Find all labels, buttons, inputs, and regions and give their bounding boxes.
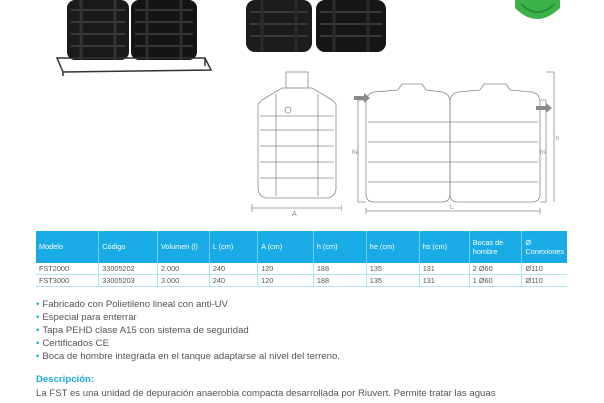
list-item: •Tapa PEHD clase A15 con sistema de segu… (36, 324, 576, 337)
col-header-bocas: Bocas de hombre (469, 231, 523, 263)
col-header-he: he (cm) (366, 231, 420, 263)
cell-volumen: 2.000 (157, 263, 210, 275)
cell-codigo: 33005203 (98, 274, 158, 287)
list-item: •Certificados CE (36, 337, 576, 350)
table-row: FST2000 33005202 2.000 240 120 188 135 1… (36, 263, 567, 275)
cell-a: 120 (257, 274, 314, 287)
cell-conexiones: Ø110 (521, 274, 567, 287)
dimension-label-l: L (450, 205, 454, 211)
cell-h: 188 (313, 274, 367, 287)
cell-conexiones: Ø110 (521, 263, 567, 275)
dimension-label-h: h (556, 136, 559, 142)
side-view-drawing: he hs h L (352, 71, 559, 214)
cell-he: 135 (366, 263, 420, 275)
col-header-h: h (cm) (313, 231, 367, 263)
table-row: FST3000 33005203 3.000 240 120 188 135 1… (36, 274, 567, 287)
bullet-icon: • (36, 312, 40, 323)
tank-left-photo (67, 0, 129, 60)
cell-hs: 131 (419, 263, 470, 275)
cell-bocas: 2 Ø60 (469, 263, 523, 275)
dimension-label-a: A (292, 211, 297, 218)
feature-text: Tapa PEHD clase A15 con sistema de segur… (42, 325, 249, 336)
col-header-l: L (cm) (209, 231, 259, 263)
feature-list: •Fabricado con Polietileno lineal con an… (36, 298, 576, 363)
description-text: La FST es una unidad de depuración anaer… (36, 388, 496, 399)
col-header-conexiones: Ø Conexiones (521, 231, 567, 263)
col-header-hs: hs (cm) (419, 231, 470, 263)
cell-codigo: 33005202 (98, 263, 158, 275)
cell-modelo: FST2000 (36, 263, 100, 275)
spec-table: Modelo Código Volumen (l) L (cm) A (cm) … (36, 231, 567, 287)
cell-h: 188 (313, 263, 367, 275)
cell-modelo: FST3000 (36, 274, 100, 287)
cell-a: 120 (257, 263, 314, 275)
cell-bocas: 1 Ø60 (469, 274, 523, 287)
outlet-arrow (536, 103, 552, 113)
cell-volumen: 3.000 (157, 274, 210, 287)
green-fitting-photo (515, 0, 560, 19)
feature-text: Especial para enterrar (42, 312, 137, 323)
cell-he: 135 (366, 274, 420, 287)
description-title: Descripción: (36, 374, 95, 385)
bullet-icon: • (36, 351, 40, 362)
col-header-codigo: Código (98, 231, 158, 263)
col-header-a: A (cm) (257, 231, 314, 263)
list-item: •Especial para enterrar (36, 311, 576, 324)
bullet-icon: • (36, 299, 40, 310)
list-item: •Fabricado con Polietileno lineal con an… (36, 298, 576, 311)
cell-l: 240 (209, 274, 259, 287)
cell-hs: 131 (419, 274, 470, 287)
cell-l: 240 (209, 263, 259, 275)
dimension-label-hs: hs (540, 150, 546, 156)
product-photo-tank-frame (55, 0, 213, 76)
product-photo-tank-pair (246, 0, 386, 52)
feature-text: Fabricado con Polietileno lineal con ant… (42, 299, 228, 310)
col-header-volumen: Volumen (l) (157, 231, 210, 263)
metal-frame (55, 57, 213, 76)
dimension-label-he: he (352, 150, 359, 156)
bullet-icon: • (36, 325, 40, 336)
feature-text: Certificados CE (42, 338, 110, 349)
front-view-drawing: A (251, 71, 342, 218)
col-header-modelo: Modelo (36, 231, 100, 263)
inlet-arrow (354, 93, 370, 103)
bullet-icon: • (36, 338, 40, 349)
table-header-row: Modelo Código Volumen (l) L (cm) A (cm) … (36, 231, 567, 263)
list-item: •Boca de hombre integrada en el tanque a… (36, 350, 576, 363)
tank-right-photo (131, 0, 197, 60)
feature-text: Boca de hombre integrada en el tanque ad… (42, 351, 340, 362)
